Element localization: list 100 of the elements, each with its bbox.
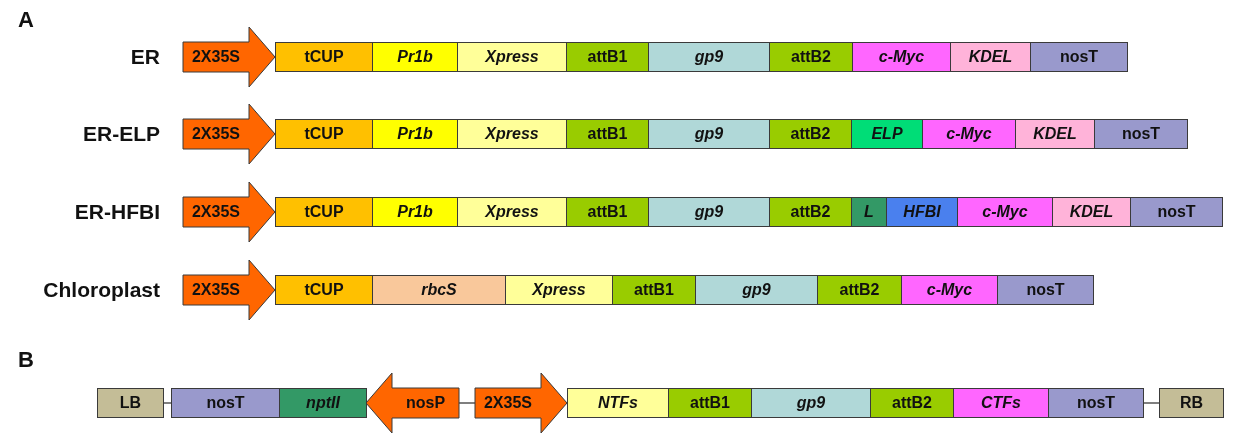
segment-label: attB2 [790, 203, 831, 221]
segment-label: Pr1b [397, 125, 433, 143]
construct-name: ER-ELP [83, 122, 160, 146]
gene-segment [567, 388, 669, 418]
gene-segment [668, 388, 752, 418]
segment-label: Xpress [532, 281, 586, 299]
segment-label: L [864, 203, 874, 221]
segment-label: attB1 [690, 394, 730, 412]
gene-segment [851, 197, 887, 227]
gene-segment [1094, 119, 1188, 149]
gene-segment [171, 388, 280, 418]
panel-letter: B [18, 347, 34, 373]
gene-segment [886, 197, 958, 227]
segment-label: tCUP [304, 125, 344, 143]
gene-segment [1130, 197, 1223, 227]
connector-line [458, 402, 476, 404]
gene-segment [275, 197, 373, 227]
segment-label: nosT [1076, 394, 1116, 412]
gene-segment [279, 388, 367, 418]
gene-segment [275, 275, 373, 305]
segment-label: LB [119, 394, 142, 412]
segment-label: ELP [871, 125, 903, 143]
gene-segment [457, 197, 567, 227]
segment-label: attB1 [587, 48, 628, 66]
segment-label: gp9 [694, 48, 724, 66]
segment-label: tCUP [304, 203, 344, 221]
segment-label: attB1 [634, 281, 674, 299]
gene-segment [769, 42, 853, 72]
gene-segment [769, 197, 852, 227]
segment-label: gp9 [742, 281, 771, 299]
gene-segment [1030, 42, 1128, 72]
gene-segment [950, 42, 1031, 72]
connector-line [1142, 402, 1160, 404]
gene-segment [901, 275, 998, 305]
segment-label: tCUP [304, 281, 344, 299]
segment-label: gp9 [694, 203, 724, 221]
gene-segment [751, 388, 871, 418]
segment-label: RB [1179, 394, 1204, 412]
segment-label: attB2 [791, 48, 831, 66]
segment-label: HFBI [903, 203, 941, 221]
gene-segment [957, 197, 1053, 227]
gene-segment [612, 275, 696, 305]
gene-segment [870, 388, 954, 418]
segment-label: attB2 [839, 281, 880, 299]
segment-label: nosT [1121, 125, 1161, 143]
segment-label: Xpress [485, 203, 539, 221]
gene-segment [97, 388, 164, 418]
gene-segment [852, 42, 951, 72]
gene-segment [505, 275, 613, 305]
segment-label: c-Myc [878, 48, 925, 66]
segment-label: KDEL [1069, 203, 1114, 221]
gene-segment [457, 42, 567, 72]
gene-segment [648, 119, 770, 149]
construct-name: ER [130, 45, 160, 69]
gene-segment [648, 197, 770, 227]
segment-label: Pr1b [397, 48, 433, 66]
promoter-label: 2X35S [190, 48, 241, 66]
gene-segment [1015, 119, 1095, 149]
promoter-label: 2X35S [482, 394, 533, 412]
segment-label: nosT [1157, 203, 1196, 221]
segment-label: attB1 [587, 125, 628, 143]
segment-label: attB2 [790, 125, 831, 143]
gene-segment [566, 42, 649, 72]
segment-label: gp9 [694, 125, 724, 143]
segment-label: CTFs [981, 394, 1021, 412]
gene-segment [922, 119, 1016, 149]
segment-label: c-Myc [946, 125, 992, 143]
segment-label: rbcS [421, 281, 457, 299]
construct-name: Chloroplast [43, 278, 160, 302]
gene-segment [1048, 388, 1144, 418]
panel-letter: A [18, 7, 34, 33]
segment-label: attB2 [892, 394, 932, 412]
gene-segment [566, 119, 649, 149]
segment-label: c-Myc [982, 203, 1028, 221]
gene-segment [372, 119, 458, 149]
construct-name: ER-HFBI [74, 200, 160, 224]
segment-label: tCUP [304, 48, 344, 66]
gene-segment [372, 275, 506, 305]
gene-segment [372, 42, 458, 72]
segment-label: nptII [306, 394, 340, 412]
segment-label: Xpress [485, 125, 539, 143]
gene-segment [997, 275, 1094, 305]
gene-segment [275, 42, 373, 72]
segment-label: c-Myc [926, 281, 973, 299]
segment-label: NTFs [598, 394, 638, 412]
gene-segment [695, 275, 818, 305]
segment-label: KDEL [1033, 125, 1077, 143]
gene-segment [1052, 197, 1131, 227]
gene-segment [648, 42, 770, 72]
promoter-label: 2X35S [190, 125, 241, 143]
segment-label: nosT [206, 394, 245, 412]
segment-label: Pr1b [397, 203, 433, 221]
gene-segment [457, 119, 567, 149]
promoter-label: 2X35S [190, 281, 241, 299]
segment-label: nosT [1026, 281, 1065, 299]
connector-line [162, 402, 172, 404]
gene-segment [372, 197, 458, 227]
segment-label: attB1 [587, 203, 628, 221]
segment-label: gp9 [796, 394, 826, 412]
gene-segment [1159, 388, 1224, 418]
